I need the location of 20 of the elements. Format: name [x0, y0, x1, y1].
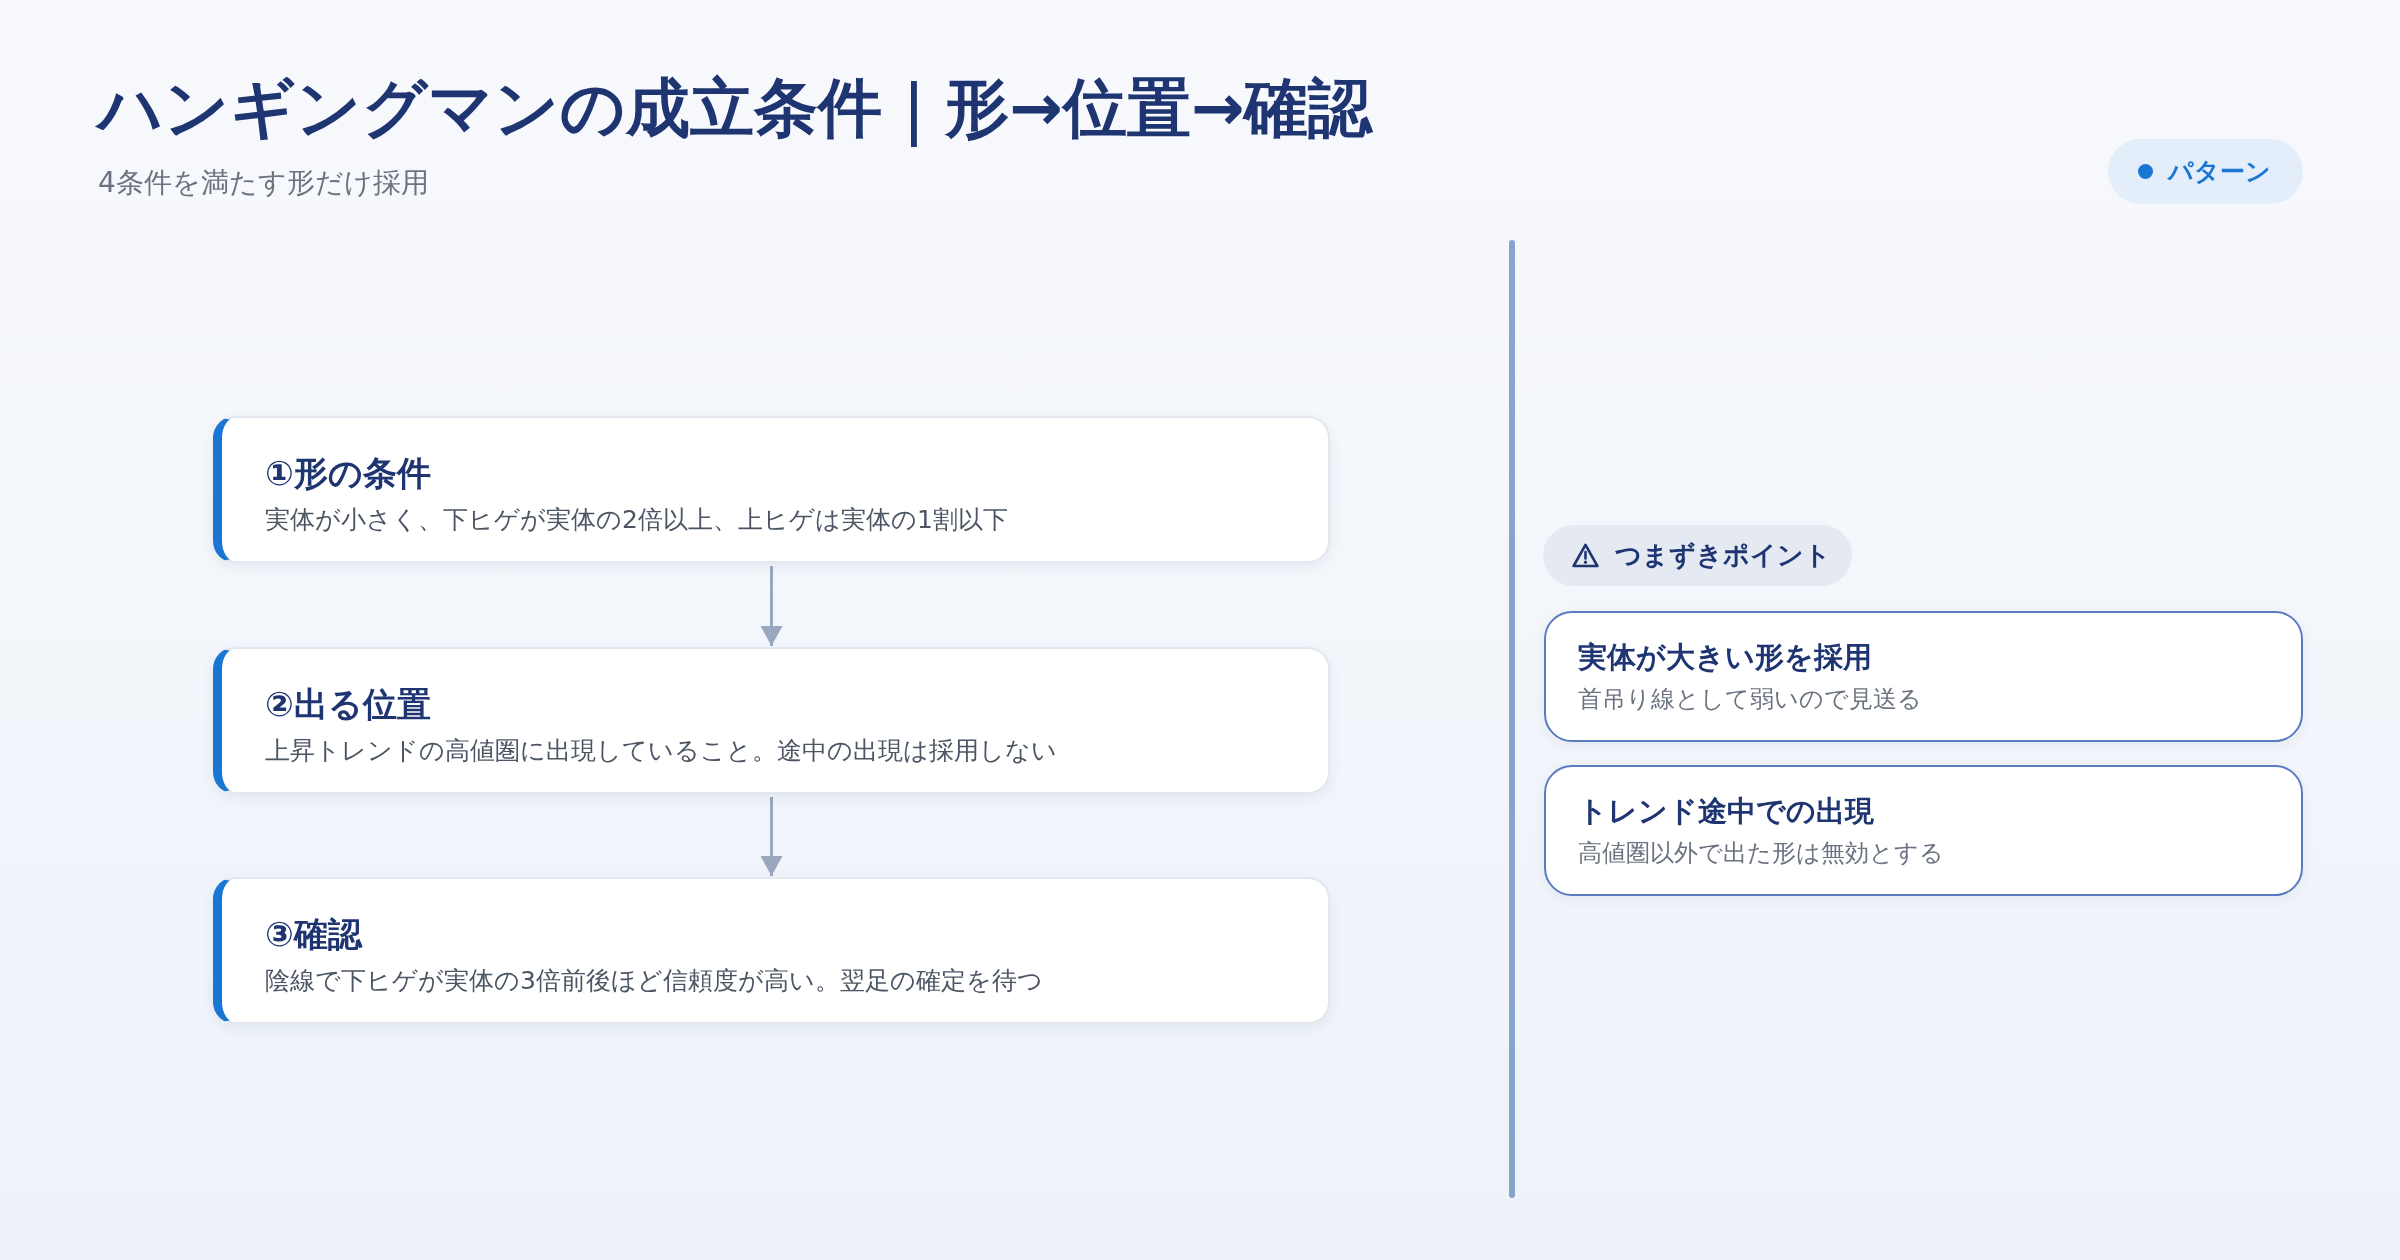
pitfall-card [1544, 611, 2303, 742]
step-text: 上昇トレンドの高値圏に出現していること。途中の出現は採用しない [265, 734, 1058, 767]
section-heading: つまずきポイント [1615, 539, 1831, 572]
step-heading: ③確認 [265, 913, 364, 956]
pitfall-card [1544, 765, 2303, 896]
pitfall-text: 高値圏以外で出た形は無効とする [1578, 838, 1945, 869]
tag-text: パターン [2168, 156, 2271, 187]
pitfall-heading: トレンド途中での出現 [1578, 793, 1875, 830]
step-card [213, 877, 1330, 1024]
pitfall-text: 首吊り線として弱いので見送る [1578, 684, 1923, 715]
step-card [213, 416, 1330, 563]
step-text: 実体が小さく、下ヒゲが実体の2倍以上、上ヒゲは実体の1割以下 [265, 503, 1009, 536]
arrow [760, 566, 783, 646]
step-card [213, 647, 1330, 794]
step-heading: ②出る位置 [265, 683, 432, 726]
step-text: 陰線で下ヒゲが実体の3倍前後ほど信頼度が高い。翌足の確定を待つ [265, 964, 1044, 997]
arrow [760, 797, 783, 876]
pitfall-heading: 実体が大きい形を採用 [1578, 639, 1873, 676]
step-heading: ①形の条件 [265, 452, 432, 495]
subtitle: 4条件を満たす形だけ採用 [98, 165, 429, 200]
